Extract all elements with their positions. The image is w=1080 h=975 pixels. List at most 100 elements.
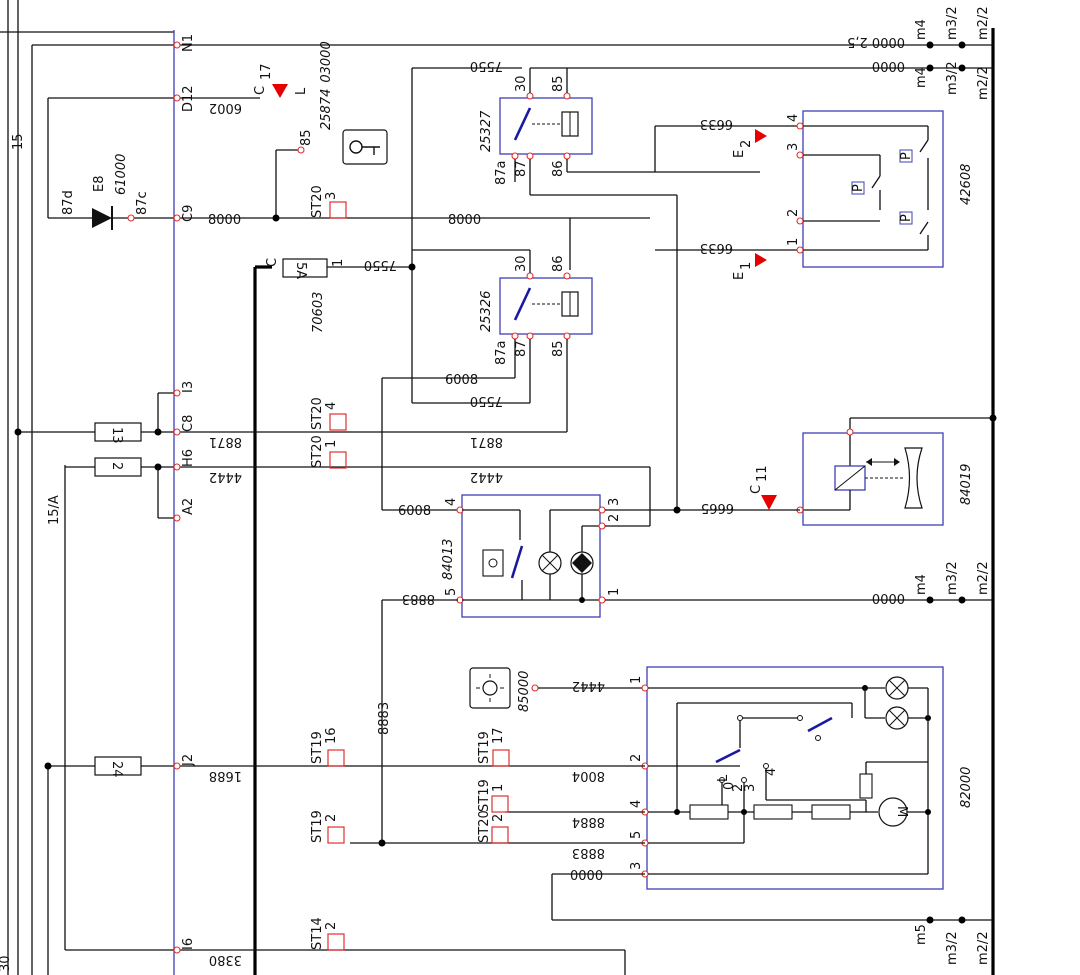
conn-c9: C9: [181, 205, 196, 222]
left-rails: [0, 0, 175, 975]
conn-j2: J2: [181, 754, 196, 767]
relay1-30: 30: [514, 75, 529, 92]
st19-2-box: [327, 826, 345, 844]
module-82000: [551, 666, 993, 924]
m82000-sw-3: 3: [743, 784, 758, 792]
m84019-code: 84019: [959, 464, 974, 505]
fuse-2: 2: [109, 462, 124, 470]
ground-m32-top: m3/2: [945, 6, 960, 40]
row-c9: [48, 206, 650, 270]
conn-st19-2-pin: 2: [324, 814, 339, 822]
m42608-p1: P: [899, 152, 914, 160]
fuse-24: 24: [109, 761, 124, 778]
conn-st20-3-pin: 3: [324, 192, 339, 200]
conn-i3: I3: [181, 381, 196, 393]
relay-25326: [381, 249, 593, 510]
wire-84013-3: 6665: [701, 500, 734, 515]
wire-d12-right: 0000: [872, 58, 905, 73]
relay2-code: 25326: [479, 291, 494, 332]
row-j2: [44, 756, 645, 776]
ground-m22-3: m2/2: [976, 561, 991, 595]
conn-st20-2-pin: 2: [491, 814, 506, 822]
conn-st14-2-pin: 2: [324, 922, 339, 930]
conn-st20-4-pin: 4: [324, 402, 339, 410]
m82000-sw-2: 2: [731, 784, 746, 792]
conn-st19-2: ST19: [310, 810, 325, 843]
rail-label-15a: 15/A: [47, 495, 62, 525]
ground-m32-3: m3/2: [945, 561, 960, 595]
wire-mid: 7550: [470, 393, 503, 408]
ground-m4-top: m4: [914, 19, 929, 40]
conn-st14-2: ST14: [310, 917, 325, 950]
conn-d12: D12: [181, 85, 196, 112]
diode-code: 61000: [114, 154, 129, 195]
diode-87d: 87d: [61, 190, 76, 215]
st14-2-box: [327, 933, 345, 951]
m84013-pin5: 5: [444, 588, 459, 596]
module-42608: [654, 110, 944, 268]
fuse-code: 70603: [311, 292, 326, 333]
relay2-30: 30: [514, 255, 529, 272]
conn-st19-16-pin: 16: [324, 727, 339, 744]
wire-8004: 8004: [572, 768, 605, 783]
fuse-5a-label: 5A: [293, 262, 308, 279]
wire-8883-vert: 8883: [377, 702, 392, 735]
conn-st19-1-pin: 1: [491, 784, 506, 792]
relay1-87a: 87a: [494, 160, 509, 185]
m42608-pin3: 3: [786, 143, 801, 151]
m82000-sw-4: 4: [764, 768, 779, 776]
wire-c9: 8000: [208, 213, 241, 228]
conn-st19-17: ST19: [477, 731, 492, 764]
m42608-code: 42608: [959, 164, 974, 205]
m82000-sw-l: L: [716, 774, 731, 782]
conn-n1: N1: [181, 34, 196, 52]
m84013-pin3: 3: [607, 498, 622, 506]
ground-m4-3: m4: [914, 574, 929, 595]
conn-st19-17-pin: 17: [491, 727, 506, 744]
relay2-86: 86: [551, 255, 566, 272]
label-e1-sub: 1: [739, 262, 754, 270]
wire-fuse-top: 7550: [470, 58, 503, 73]
wire-c8-right: 8871: [470, 434, 503, 449]
m42608-p2: P: [851, 184, 866, 192]
m42608-pin2: 2: [786, 209, 801, 217]
wire-84013-4: 6008: [398, 504, 431, 519]
relay1-85: 85: [551, 75, 566, 92]
st20-1-box: [329, 451, 347, 469]
module-84013: [381, 195, 993, 843]
rail-label-15: 15: [11, 133, 26, 150]
conn-st20-1-pin: 1: [324, 440, 339, 448]
m82000-motor: M: [894, 806, 909, 817]
relay2-85: 85: [551, 340, 566, 357]
st20-2-box: [491, 826, 509, 844]
m82000-pin4: 4: [629, 800, 644, 808]
ground-m4-2: m4: [914, 67, 929, 88]
relay1-code: 25327: [479, 110, 494, 152]
row-n1: [32, 41, 993, 49]
relay2-87: 87: [514, 340, 529, 357]
wire-c8: 8871: [209, 434, 242, 449]
relay1-87: 87: [514, 160, 529, 177]
wire-sw-85000: 4442: [572, 678, 605, 693]
wire-84013-1: 0000: [872, 590, 905, 605]
row-i6: [65, 946, 626, 975]
fuse-1: 1: [331, 259, 346, 267]
conn-st20-3: ST20: [310, 185, 325, 218]
m84013-pin2: 2: [607, 514, 622, 522]
wire-h6: 4442: [209, 469, 242, 484]
m82000-pin5: 5: [629, 831, 644, 839]
wire-n1: 0000 2,5: [847, 34, 905, 49]
wire-8883: 8883: [572, 845, 605, 860]
key-code: 2587403000: [319, 41, 334, 130]
conn-st19-16: ST19: [310, 731, 325, 764]
module-84019: [796, 414, 997, 526]
st20-3-box: [329, 201, 347, 219]
m84013-code: 84013: [441, 539, 456, 580]
ground-m5: m5: [914, 924, 929, 945]
wire-j2: 1688: [209, 768, 242, 783]
m85000-code: 85000: [517, 671, 532, 712]
ground-m32-4: m3/2: [945, 931, 960, 965]
conn-a2: A2: [181, 498, 196, 515]
row-d12: [47, 64, 993, 218]
fuse-13: 13: [109, 427, 124, 444]
